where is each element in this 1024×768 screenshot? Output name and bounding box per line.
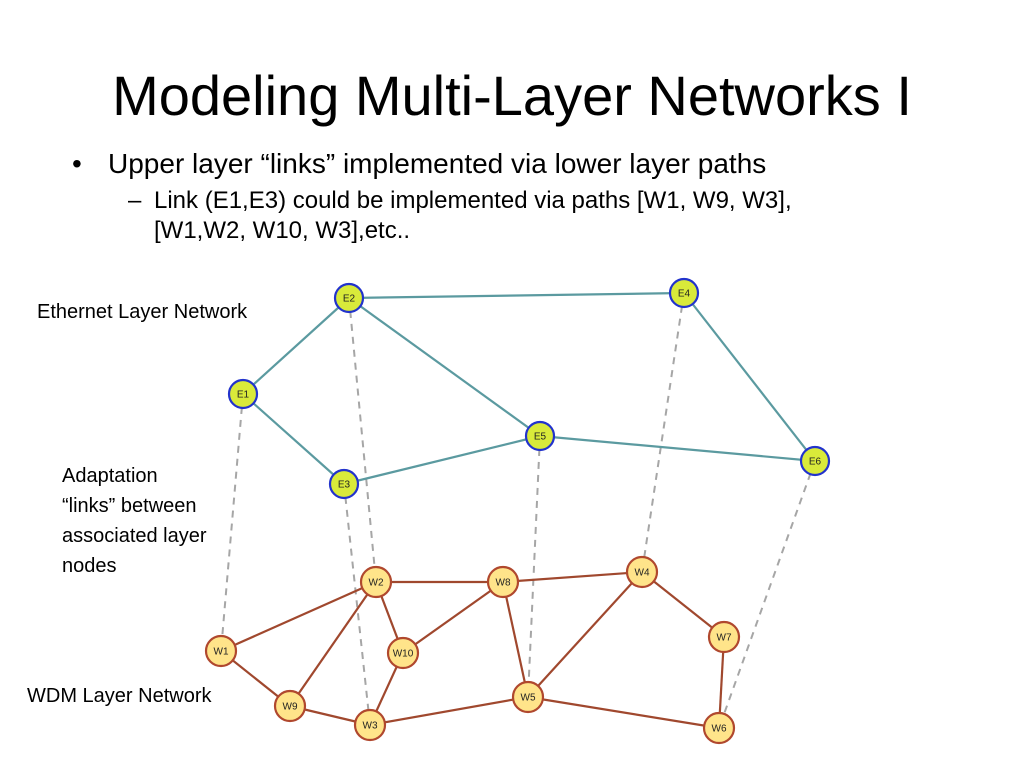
- ethernet-node-e3-label: E3: [338, 480, 351, 491]
- wdm-node-w6-label: W6: [712, 724, 727, 735]
- adaptation-link-e3-w3: [343, 483, 371, 726]
- adaptation-link-e5-w5: [527, 435, 541, 698]
- ethernet-links: [242, 291, 816, 486]
- wdm-node-w2-circle: [359, 565, 393, 599]
- ethernet-node-e5: E5: [524, 420, 556, 452]
- wdm-link-w3-w5: [369, 695, 529, 727]
- ethernet-link-e1-e2: [242, 297, 350, 395]
- wdm-node-w3-label: W3: [363, 721, 378, 732]
- adaptation-label-line: Adaptation: [62, 465, 158, 487]
- wdm-link-w2-w9: [289, 581, 377, 707]
- adaptation-links: [220, 292, 816, 729]
- wdm-node-w10-circle: [386, 636, 420, 670]
- adaptation-label-line: nodes: [62, 555, 117, 577]
- wdm-node-w10: W10: [386, 636, 420, 670]
- slide-title: Modeling Multi-Layer Networks I: [112, 64, 912, 127]
- adaptation-link-e1-w1: [220, 393, 244, 652]
- ethernet-node-e6-circle: [799, 445, 831, 477]
- bullet-mark: •: [72, 148, 82, 179]
- ethernet-node-e5-circle: [524, 420, 556, 452]
- wdm-node-w4-label: W4: [635, 568, 650, 579]
- adaptation-link-e6-w6: [718, 460, 816, 729]
- wdm-node-w7: W7: [707, 620, 741, 654]
- wdm-node-w8: W8: [486, 565, 520, 599]
- ethernet-link-e4-e6: [683, 292, 816, 462]
- wdm-link-w8-w4: [502, 570, 643, 584]
- wdm-node-w8-circle: [486, 565, 520, 599]
- adaptation-label-line: associated layer: [62, 525, 207, 547]
- wdm-node-w4-circle: [625, 555, 659, 589]
- ethernet-node-e6-label: E6: [809, 457, 822, 468]
- sub-bullet-line-2: [W1,W2, W10, W3],etc..: [154, 217, 411, 244]
- wdm-node-w5-label: W5: [521, 693, 536, 704]
- ethernet-node-e4-label: E4: [678, 289, 691, 300]
- ethernet-link-e5-e6: [539, 434, 816, 463]
- ethernet-node-e1: E1: [227, 378, 259, 410]
- wdm-node-w9: W9: [273, 689, 307, 723]
- adaptation-label: Adaptation “links” between associated la…: [62, 461, 207, 581]
- wdm-link-w4-w5: [527, 571, 643, 698]
- wdm-node-w7-label: W7: [717, 633, 732, 644]
- bullet-text: Upper layer “links” implemented via lowe…: [108, 148, 767, 179]
- wdm-node-w9-label: W9: [283, 702, 298, 713]
- wdm-node-w2: W2: [359, 565, 393, 599]
- ethernet-node-e2-circle: [333, 282, 365, 314]
- ethernet-link-e3-e5: [343, 434, 541, 486]
- wdm-link-w5-w6: [527, 695, 720, 730]
- wdm-node-w1: W1: [204, 634, 238, 668]
- wdm-layer-label: WDM Layer Network: [27, 685, 212, 707]
- adaptation-link-e4-w4: [641, 292, 685, 573]
- wdm-link-w1-w2: [220, 580, 377, 653]
- wdm-node-w5: W5: [511, 680, 545, 714]
- wdm-node-w10-label: W10: [393, 649, 414, 660]
- wdm-node-w3-circle: [353, 708, 387, 742]
- ethernet-link-e2-e4: [348, 291, 685, 300]
- ethernet-link-e2-e5: [348, 297, 541, 437]
- wdm-node-w1-circle: [204, 634, 238, 668]
- wdm-node-w7-circle: [707, 620, 741, 654]
- wdm-link-w8-w5: [501, 581, 530, 698]
- sub-bullet-mark: –: [128, 187, 142, 214]
- wdm-node-w4: W4: [625, 555, 659, 589]
- ethernet-layer-label: Ethernet Layer Network: [37, 301, 248, 323]
- adaptation-link-e2-w2: [348, 297, 377, 583]
- wdm-node-w9-circle: [273, 689, 307, 723]
- ethernet-node-e6: E6: [799, 445, 831, 477]
- ethernet-node-e1-label: E1: [237, 390, 250, 401]
- ethernet-node-e3: E3: [328, 468, 360, 500]
- ethernet-node-e2-label: E2: [343, 294, 356, 305]
- ethernet-link-e1-e3: [242, 393, 345, 485]
- sub-bullet-text: Link (E1,E3) could be implemented via pa…: [154, 186, 792, 246]
- wdm-link-w4-w7: [641, 571, 725, 638]
- ethernet-node-e4-circle: [668, 277, 700, 309]
- wdm-node-w2-label: W2: [369, 578, 384, 589]
- wdm-node-w6: W6: [702, 711, 736, 745]
- ethernet-node-e2: E2: [333, 282, 365, 314]
- wdm-node-w5-circle: [511, 680, 545, 714]
- wdm-node-w3: W3: [353, 708, 387, 742]
- adaptation-label-line: “links” between: [62, 495, 197, 517]
- wdm-node-w6-circle: [702, 711, 736, 745]
- ethernet-node-e3-circle: [328, 468, 360, 500]
- wdm-link-w10-w8: [402, 581, 504, 654]
- ethernet-node-e4: E4: [668, 277, 700, 309]
- sub-bullet-line-1: Link (E1,E3) could be implemented via pa…: [154, 187, 792, 214]
- ethernet-node-e1-circle: [227, 378, 259, 410]
- wdm-node-w1-label: W1: [214, 647, 229, 658]
- wdm-node-w8-label: W8: [496, 578, 511, 589]
- ethernet-node-e5-label: E5: [534, 432, 547, 443]
